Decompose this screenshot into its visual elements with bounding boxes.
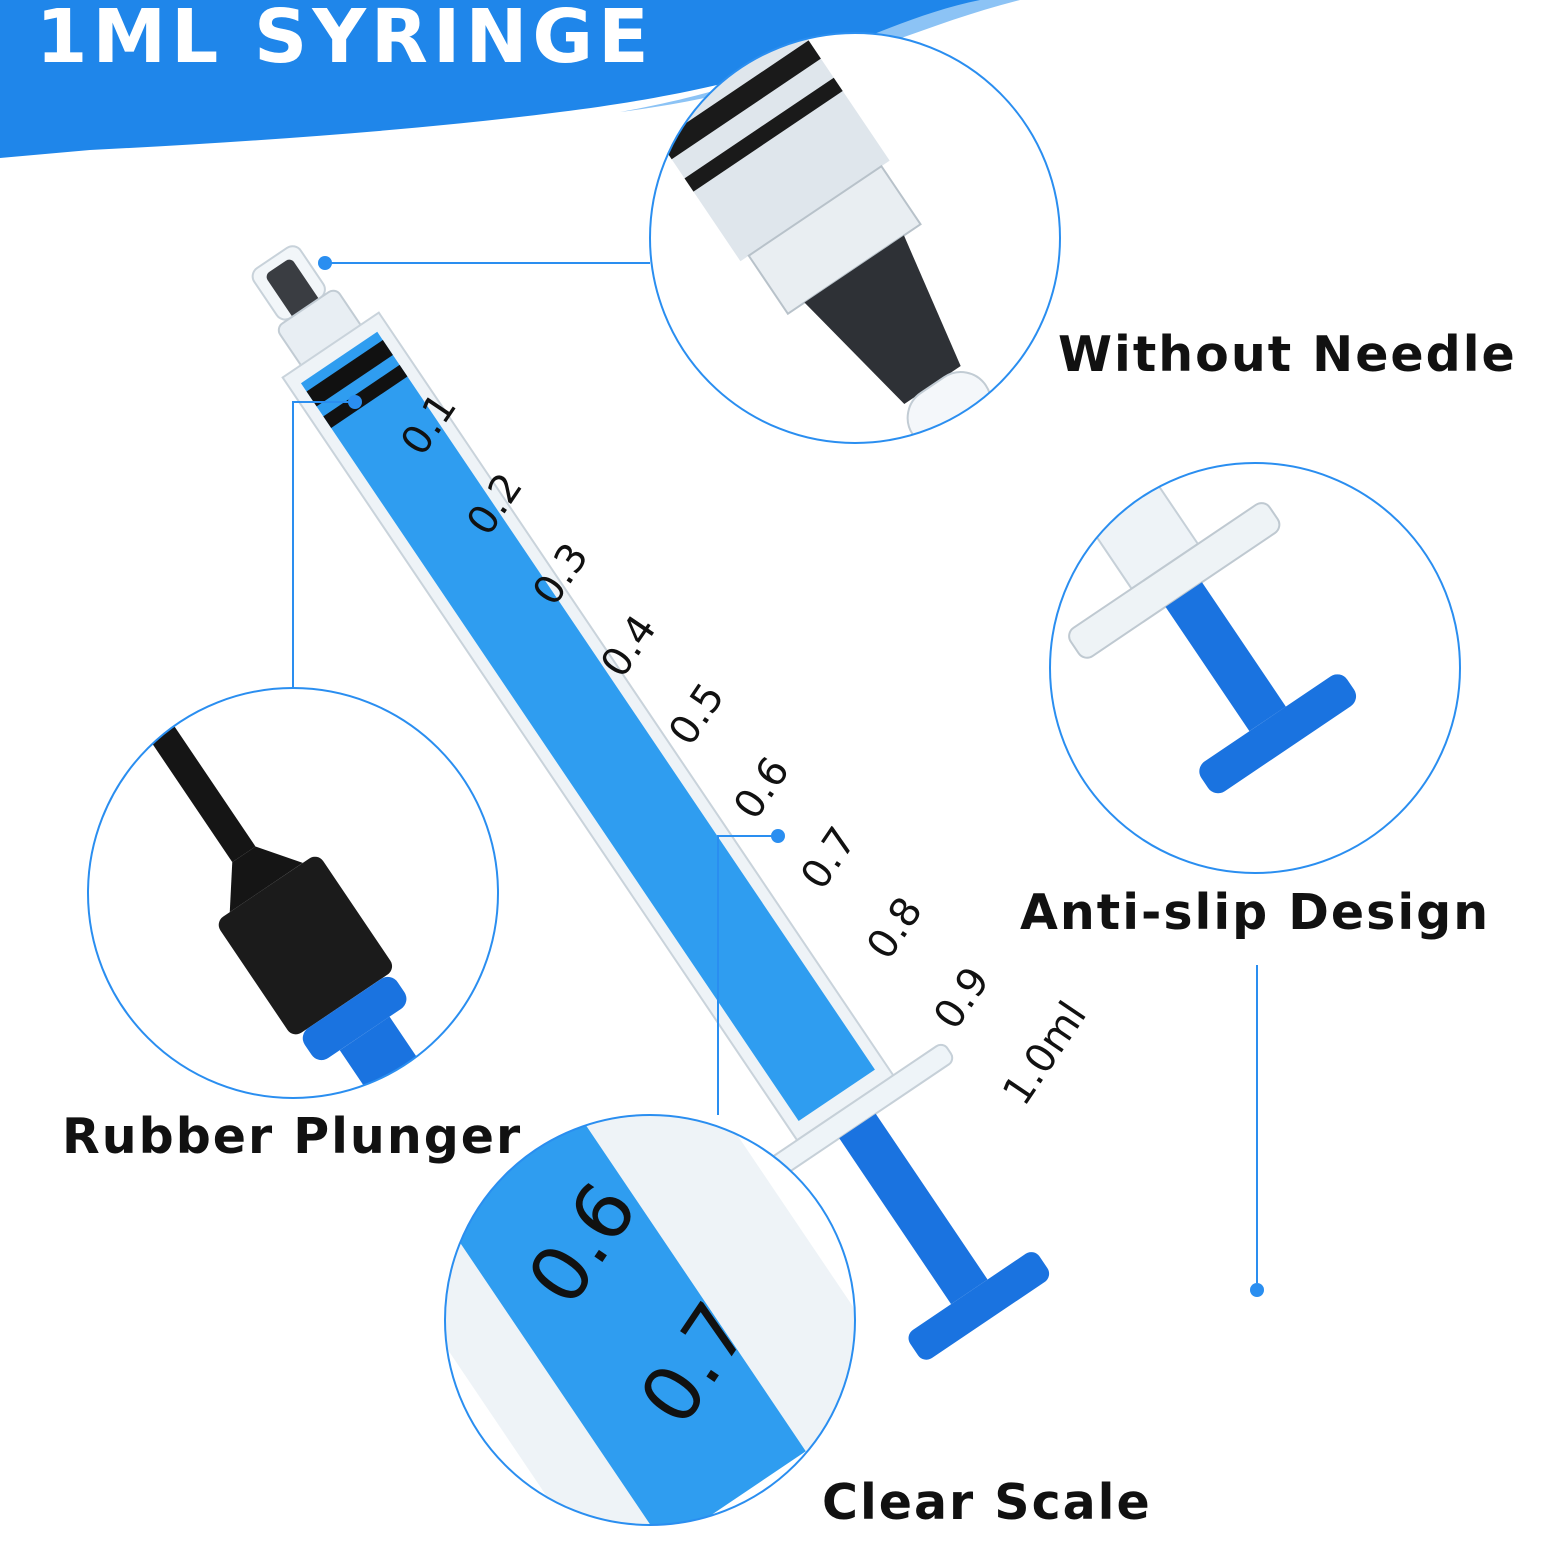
callout-line-clear-scale [717,835,778,1115]
main-syringe [251,245,1050,1360]
callout-dot-icon [348,395,362,409]
scale-label: 0.8 [858,889,932,967]
scale-label: 0.6 [725,749,799,827]
scale-label: 0.5 [660,675,734,753]
callout-dot-icon [1250,1283,1264,1297]
scale-label: 0.9 [925,959,999,1037]
scale-label: 1.0ml [994,994,1096,1114]
callout-anti-slip-design: Anti-slip Design [1020,884,1491,941]
zoom-circle-tip [649,32,1061,444]
title-banner [0,0,1005,158]
callout-line-rubber-plunger [292,401,355,688]
callout-dot-icon [771,829,785,843]
callout-clear-scale: Clear Scale [822,1474,1152,1531]
callout-dot-icon [318,256,332,270]
zoom-circle-anti-slip [1049,462,1461,874]
scale-label: 0.7 [792,819,866,897]
callout-rubber-plunger: Rubber Plunger [62,1108,523,1165]
page-title: 1ML SYRINGE [36,0,654,80]
callout-without-needle: Without Needle [1058,326,1517,383]
callout-lines [292,262,1258,1283]
zoom-circle-plunger [87,687,499,1099]
